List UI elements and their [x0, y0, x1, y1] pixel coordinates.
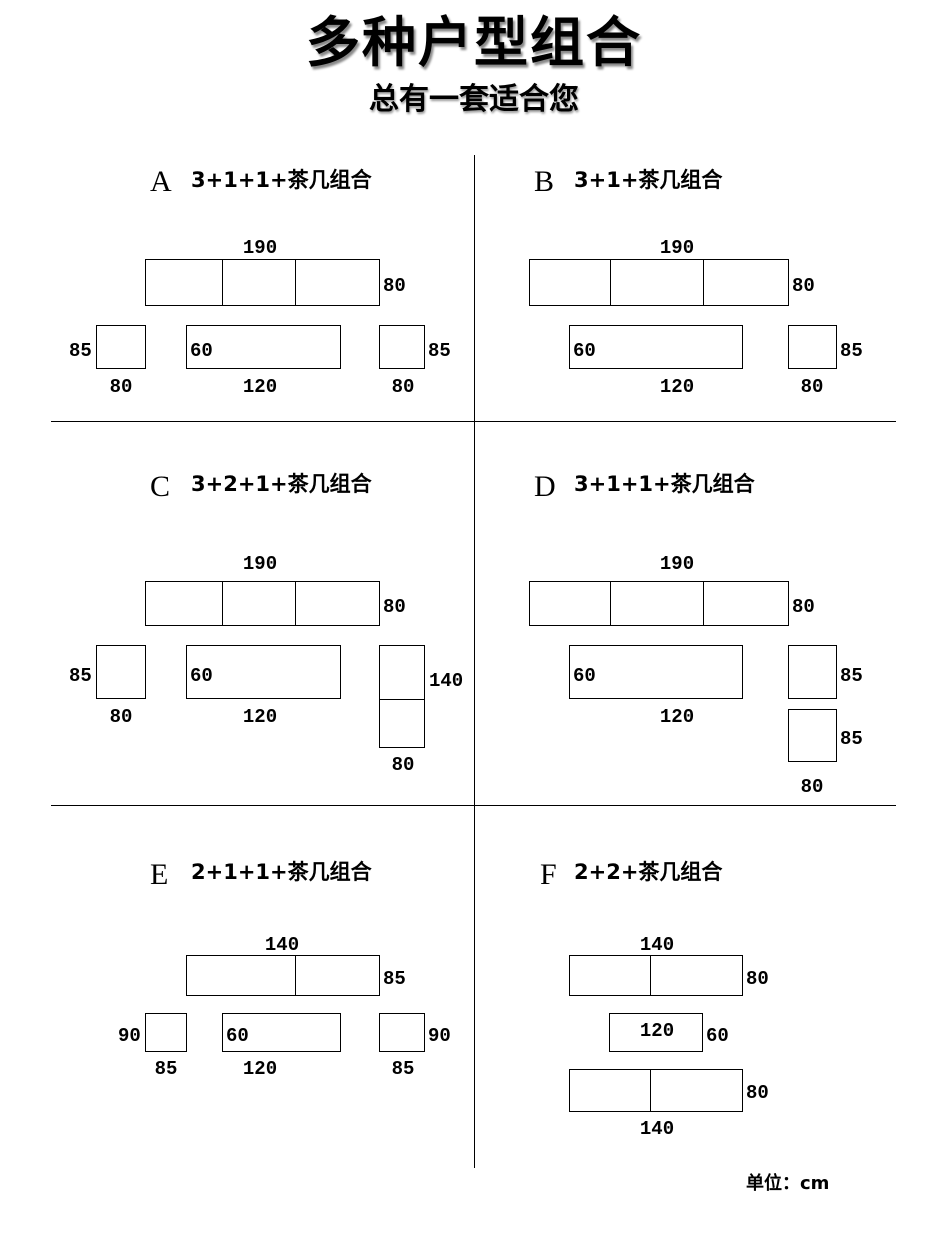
right-chair-depth-label: 90 [428, 1025, 451, 1047]
right-chair2-depth-label: 85 [840, 728, 863, 750]
page-subtitle: 总有一套适合您 [369, 82, 579, 117]
horizontal-divider-1 [51, 421, 896, 422]
seat-divider [703, 260, 704, 305]
three-seat-sofa [529, 259, 789, 306]
two-seat-sofa [186, 955, 380, 996]
coffee-table [186, 645, 341, 699]
section-title: 3+2+1+茶几组合 [191, 472, 372, 496]
horizontal-divider-2 [51, 805, 896, 806]
table-width-label: 120 [659, 706, 695, 728]
two-seat-sofa [379, 645, 425, 748]
right-chair-depth-label: 85 [428, 340, 451, 362]
left-chair-width-label: 85 [154, 1058, 178, 1080]
coffee-table [569, 325, 743, 369]
section-letter: C [150, 470, 171, 503]
bottom-sofa-depth-label: 80 [746, 1082, 769, 1104]
right-armchair [379, 1013, 425, 1052]
seat-divider [703, 582, 704, 625]
seat-divider [295, 260, 296, 305]
section-letter: A [150, 165, 172, 198]
left-armchair [145, 1013, 187, 1052]
left-armchair [96, 645, 146, 699]
right-chair-width-label: 80 [800, 376, 824, 398]
right-chair1-depth-label: 85 [840, 665, 863, 687]
section-title: 2+2+茶几组合 [574, 860, 723, 884]
section-title: 3+1+1+茶几组合 [574, 472, 755, 496]
table-depth-label: 60 [573, 665, 596, 687]
table-width-label: 120 [639, 1020, 675, 1042]
left-chair-depth-label: 85 [69, 340, 92, 362]
sofa-depth-label: 80 [383, 275, 406, 297]
table-depth-label: 60 [190, 665, 213, 687]
left-chair-depth-label: 90 [118, 1025, 141, 1047]
table-width-label: 120 [242, 1058, 278, 1080]
top-sofa-width-label: 140 [639, 934, 675, 956]
bottom-sofa-width-label: 140 [639, 1118, 675, 1140]
coffee-table [569, 645, 743, 699]
coffee-table [186, 325, 341, 369]
seat-divider [610, 260, 611, 305]
right-chair-width-label: 85 [391, 1058, 415, 1080]
seat-divider [295, 956, 296, 995]
sofa-width-label: 190 [659, 553, 695, 575]
section-letter: E [150, 858, 169, 891]
sofa-width-label: 140 [264, 934, 300, 956]
three-seat-sofa [529, 581, 789, 626]
sofa-depth-label: 80 [792, 596, 815, 618]
three-seat-sofa [145, 581, 380, 626]
sofa-depth-label: 80 [792, 275, 815, 297]
page-title: 多种户型组合 [306, 10, 642, 74]
seat-divider [295, 582, 296, 625]
seat-divider [222, 260, 223, 305]
three-seat-sofa [145, 259, 380, 306]
table-depth-label: 60 [573, 340, 596, 362]
section-title: 3+1+茶几组合 [574, 168, 723, 192]
coffee-table [609, 1013, 703, 1052]
bottom-two-seat-sofa [569, 1069, 743, 1112]
sofa-depth-label: 80 [383, 596, 406, 618]
vertical-divider [474, 155, 475, 1168]
sofa-width-label: 190 [659, 237, 695, 259]
top-sofa-depth-label: 80 [746, 968, 769, 990]
right-chair-depth-label: 85 [840, 340, 863, 362]
section-letter: D [534, 470, 556, 503]
section-title: 3+1+1+茶几组合 [191, 168, 372, 192]
section-letter: B [534, 165, 555, 198]
seat-divider [650, 956, 651, 995]
sofa-width-label: 190 [242, 237, 278, 259]
seat-divider [650, 1070, 651, 1111]
table-depth-label: 60 [226, 1025, 249, 1047]
table-depth-label: 60 [190, 340, 213, 362]
section-title: 2+1+1+茶几组合 [191, 860, 372, 884]
sofa-width-label: 190 [242, 553, 278, 575]
two-seat-length-label: 140 [429, 670, 464, 692]
two-seat-width-label: 80 [391, 754, 415, 776]
left-chair-width-label: 80 [109, 706, 133, 728]
right-chair-width-label: 80 [391, 376, 415, 398]
seat-divider [610, 582, 611, 625]
table-width-label: 120 [242, 706, 278, 728]
left-armchair [96, 325, 146, 369]
section-letter: F [540, 858, 557, 891]
table-width-label: 120 [242, 376, 278, 398]
right-armchair [788, 325, 837, 369]
table-width-label: 120 [659, 376, 695, 398]
top-two-seat-sofa [569, 955, 743, 996]
seat-divider [222, 582, 223, 625]
table-depth-label: 60 [706, 1025, 729, 1047]
coffee-table [222, 1013, 341, 1052]
sofa-depth-label: 85 [383, 968, 406, 990]
left-chair-depth-label: 85 [69, 665, 92, 687]
right-armchair-2 [788, 709, 837, 762]
left-chair-width-label: 80 [109, 376, 133, 398]
right-armchair-1 [788, 645, 837, 699]
right-armchair [379, 325, 425, 369]
seat-divider [380, 699, 424, 700]
unit-label: 单位：cm [746, 1173, 830, 1194]
right-chair-width-label: 80 [800, 776, 824, 798]
